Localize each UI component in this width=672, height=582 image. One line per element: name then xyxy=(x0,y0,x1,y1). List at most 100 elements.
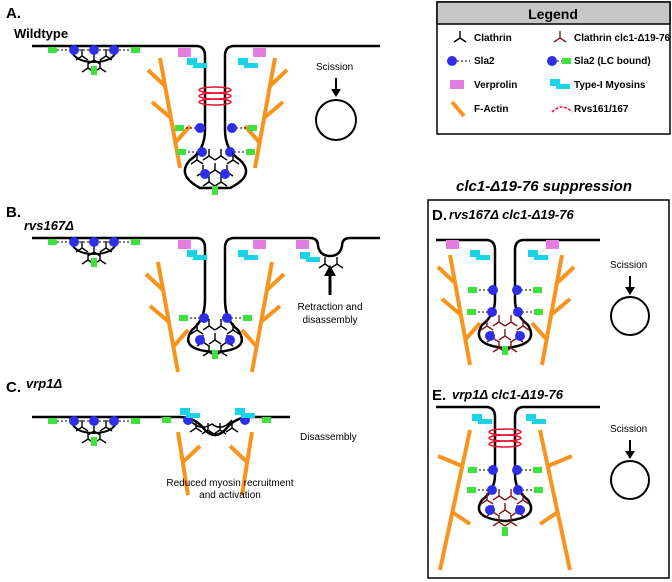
sla2-lc-bound-icon xyxy=(547,56,571,66)
panel-e-sla2 xyxy=(511,464,543,476)
panel-d-myosin-right xyxy=(528,250,548,260)
panel-a-verprolin-left xyxy=(178,48,191,57)
panel-d-arrowhead xyxy=(625,287,635,295)
panel-a-sla2 xyxy=(224,146,256,158)
panel-a-myosin-right xyxy=(238,58,258,68)
panel-d-sla2-tip xyxy=(485,331,495,341)
panel-e-genotype: vrp1Δ clc1-Δ19-76 xyxy=(452,387,564,402)
panel-d-verprolin-right xyxy=(546,240,559,249)
verprolin-icon xyxy=(450,80,464,89)
panel-b-clathrin-small xyxy=(318,256,332,269)
panel-a-sla2-lc-tip xyxy=(212,186,218,195)
panel-a-vesicle xyxy=(315,99,357,141)
panel-a-sla2-tip xyxy=(220,169,230,179)
panel-d-sla2 xyxy=(511,284,543,296)
legend-label-sla2-lc: Sla2 (LC bound) xyxy=(574,56,651,67)
panel-d-genotype: rvs167Δ clc1-Δ19-76 xyxy=(449,207,574,222)
panel-b-note-line1: Retraction and xyxy=(297,302,362,313)
sla2-icon xyxy=(447,56,470,66)
panel-e-sla2-tip xyxy=(485,505,495,515)
panel-b-sla2 xyxy=(178,312,210,324)
panel-c-flat-patch xyxy=(48,416,140,446)
panel-e-myosin-right xyxy=(526,414,546,424)
actin-icon xyxy=(450,100,466,118)
panel-d: D. rvs167Δ clc1-Δ19-76 Scission xyxy=(432,207,650,367)
suppression-box xyxy=(427,199,670,579)
panel-e: E. vrp1Δ clc1-Δ19-76 Scission xyxy=(432,387,650,571)
panel-b-sla2-lc-tip xyxy=(212,350,218,359)
panel-c-actin-right xyxy=(240,431,254,496)
panel-a-sla2-tip xyxy=(200,169,210,179)
panel-a-genotype: Wildtype xyxy=(14,26,68,41)
panel-e-vesicle xyxy=(610,460,650,500)
panel-a-sla2 xyxy=(174,122,206,134)
panel-e-note: Scission xyxy=(610,424,647,435)
panel-c-note: Disassembly xyxy=(300,432,357,443)
panel-b-verprolin-right xyxy=(253,240,266,249)
panel-e-actin-right-branch xyxy=(538,510,560,526)
panel-c-myosin-right xyxy=(235,408,255,418)
panel-e-sla2-lc-tip xyxy=(502,527,508,536)
panel-c-caption-line2: and activation xyxy=(199,490,261,501)
panel-b-letter: B. xyxy=(6,204,21,221)
panel-b-flat-patch xyxy=(48,237,140,267)
suppression-title: clc1-Δ19-76 suppression xyxy=(456,178,632,195)
panel-b-sla2-tip xyxy=(225,335,235,345)
panel-c-sla2-lc xyxy=(262,417,271,423)
panel-a-verprolin-right xyxy=(253,48,266,57)
legend-label-rvs: Rvs161/167 xyxy=(574,104,629,115)
legend-label-myosin: Type-I Myosins xyxy=(574,80,646,91)
panel-d-sla2-lc-tip xyxy=(502,346,508,355)
panel-e-sla2 xyxy=(512,484,544,496)
panel-b-verprolin-small xyxy=(296,240,309,249)
panel-b-sla2 xyxy=(221,312,253,324)
panel-c-actin-right-branch xyxy=(228,444,249,464)
panel-c: C. vrp1Δ Disassembly Reduced myosin recr… xyxy=(6,376,357,501)
panel-a: A. Wildtype Scission xyxy=(6,5,380,195)
panel-b-arrowhead xyxy=(324,265,336,276)
legend-label-actin: F-Actin xyxy=(474,104,508,115)
panel-b-genotype: rvs167Δ xyxy=(24,218,74,233)
panel-e-arrowhead xyxy=(625,451,635,459)
legend-label-clathrin-mutant: Clathrin clc1-Δ19-76 xyxy=(574,33,671,44)
panel-b-sla2-tip xyxy=(195,335,205,345)
panel-e-letter: E. xyxy=(432,387,446,404)
panel-e-actin-left-branch xyxy=(437,454,463,468)
panel-d-myosin-left xyxy=(470,250,490,260)
panel-d-letter: D. xyxy=(432,207,447,224)
panel-a-arrowhead xyxy=(331,89,341,97)
panel-b-note-line2: disassembly xyxy=(302,315,357,326)
panel-d-sla2 xyxy=(466,306,498,318)
panel-e-sla2 xyxy=(466,484,498,496)
legend-label-verprolin: Verprolin xyxy=(474,80,517,91)
panel-b-clathrin-small xyxy=(330,256,344,269)
panel-c-sla2-lc xyxy=(162,417,171,423)
panel-a-flat-patch xyxy=(48,45,140,75)
rvs-ring-icon xyxy=(551,106,573,113)
panel-e-actin-right xyxy=(538,429,572,571)
panel-c-caption-line1: Reduced myosin recruitment xyxy=(166,478,293,489)
legend-label-sla2: Sla2 xyxy=(474,56,495,67)
panel-d-vesicle xyxy=(610,296,650,336)
panel-a-letter: A. xyxy=(6,5,21,22)
panel-b: B. rvs167Δ Retraction and disassembly xyxy=(6,204,380,374)
panel-d-sla2 xyxy=(512,306,544,318)
legend-label-clathrin: Clathrin xyxy=(474,33,512,44)
panel-e-sla2 xyxy=(467,464,499,476)
legend-box: Legend Clathrin Clathrin clc1-Δ19-76 Sla… xyxy=(436,1,671,135)
panel-a-note: Scission xyxy=(316,62,353,73)
panel-c-actin-left-branch xyxy=(181,444,202,464)
panel-e-actin-right-branch xyxy=(547,454,573,468)
panel-c-genotype: vrp1Δ xyxy=(26,376,62,391)
panel-e-myosin-left xyxy=(472,414,492,424)
panel-e-sla2-tip xyxy=(515,505,525,515)
panel-d-verprolin-left xyxy=(446,240,459,249)
panel-e-actin-left-branch xyxy=(450,510,472,526)
panel-c-actin-left xyxy=(176,431,190,496)
panel-b-myosin-small xyxy=(300,252,320,262)
panel-e-membrane xyxy=(436,405,600,523)
panel-d-sla2 xyxy=(467,284,499,296)
legend-header xyxy=(436,1,671,25)
panel-c-letter: C. xyxy=(6,379,21,396)
